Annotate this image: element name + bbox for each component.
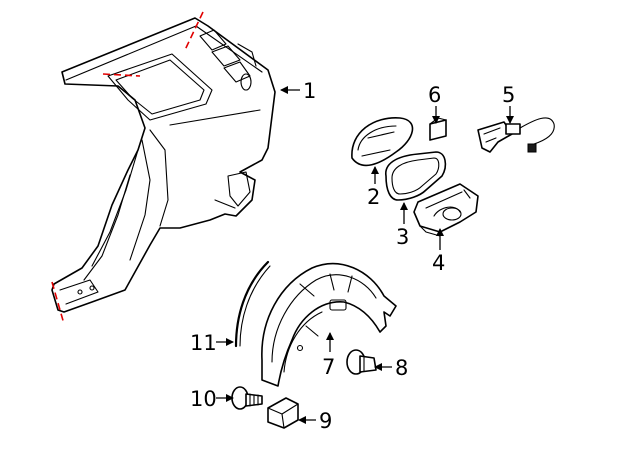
cut-lines xyxy=(51,11,204,325)
callout-4: 4 xyxy=(432,251,445,275)
callout-8: 8 xyxy=(395,356,408,380)
fuel-door xyxy=(351,117,414,167)
liner-screw xyxy=(231,386,263,410)
wheel-liner xyxy=(261,263,397,387)
callout-9: 9 xyxy=(319,409,332,433)
liner-retainer-clip xyxy=(267,397,299,429)
liner-seal-strip xyxy=(234,260,271,348)
callout-10: 10 xyxy=(190,387,217,411)
callout-6: 6 xyxy=(428,83,441,107)
callout-2: 2 xyxy=(367,185,380,209)
callout-5: 5 xyxy=(502,83,515,107)
liner-push-pin xyxy=(346,349,377,375)
callout-1: 1 xyxy=(303,79,316,103)
quarter-panel xyxy=(51,17,276,313)
fuel-door-gasket xyxy=(385,151,447,201)
callout-7: 7 xyxy=(322,355,335,379)
fuel-door-bumper xyxy=(429,117,447,141)
callout-labels: 1 2 3 4 5 6 7 8 9 10 11 xyxy=(190,79,515,433)
callout-3: 3 xyxy=(396,225,409,249)
callout-11: 11 xyxy=(190,331,217,355)
fuel-filler-housing xyxy=(413,183,479,237)
leader-lines xyxy=(216,86,514,424)
fuel-door-release-actuator xyxy=(477,117,555,153)
